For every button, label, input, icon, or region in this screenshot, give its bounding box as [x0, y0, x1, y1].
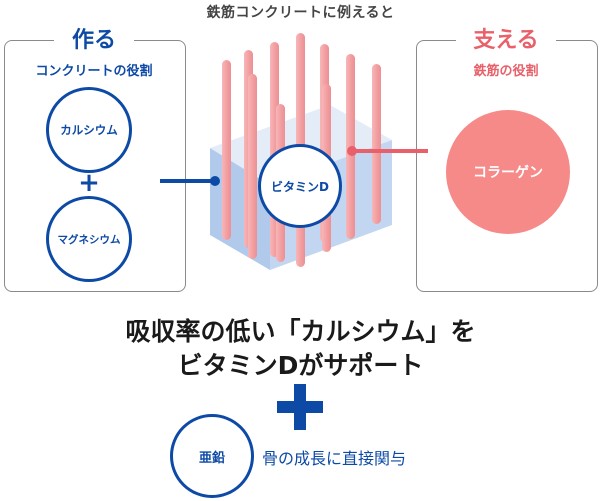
left-connector-dot — [210, 176, 220, 186]
concrete-role-subtitle: コンクリートの役割 — [35, 64, 153, 79]
diagram-caption: 鉄筋コンクリートに例えると — [206, 5, 395, 21]
zinc-description: 骨の成長に直接関与 — [262, 449, 407, 468]
rebar-role-title: 支える — [456, 22, 556, 54]
calcium-circle: カルシウム — [46, 87, 132, 173]
magnesium-circle: マグネシウム — [46, 196, 132, 282]
concrete-role-title: 作る — [54, 22, 134, 54]
right-connector-dot — [347, 146, 357, 156]
rebar-role-subtitle: 鉄筋の役割 — [473, 64, 539, 79]
big-plus-icon — [277, 384, 323, 430]
main-statement-line1: 吸収率の低い「カルシウム」を — [125, 317, 476, 346]
collagen-circle: コラーゲン — [446, 110, 570, 234]
plus-icon: + — [78, 168, 100, 198]
zinc-circle: 亜鉛 — [170, 414, 254, 498]
main-statement-line2: ビタミンDがサポート — [177, 351, 424, 380]
vitamin-d-circle: ビタミンD — [258, 144, 342, 228]
